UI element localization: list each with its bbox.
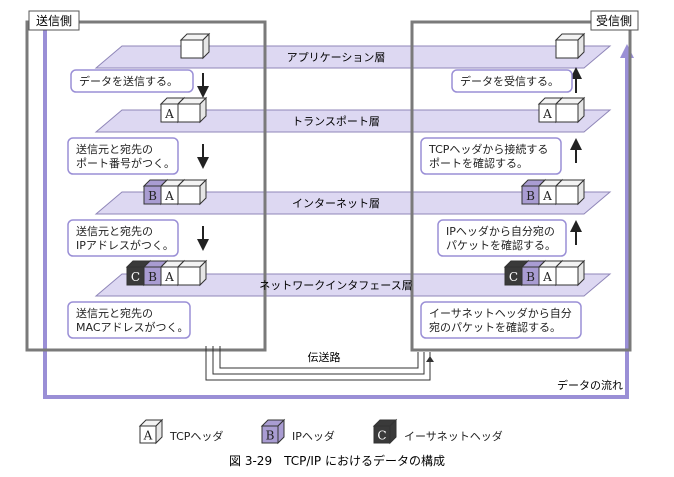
note-box bbox=[420, 301, 582, 339]
header-letter: A bbox=[143, 429, 153, 443]
sender-frame bbox=[25, 20, 267, 352]
sender-label: 送信側 bbox=[36, 13, 72, 28]
note-line: ポートを確認する。 bbox=[429, 156, 528, 170]
note-line: IPヘッダから自分宛の bbox=[446, 224, 555, 238]
step-arrows bbox=[197, 67, 582, 251]
header-letter: B bbox=[148, 270, 157, 284]
header-letter: A bbox=[542, 270, 552, 284]
receiver-note-1: データを受信する。 bbox=[451, 69, 573, 93]
legend-swatch: B bbox=[260, 418, 286, 445]
receiver-packet-2: A bbox=[537, 96, 586, 124]
note-line: データを送信する。 bbox=[79, 74, 178, 88]
flow-line bbox=[43, 28, 629, 399]
layer-label-application: アプリケーション層 bbox=[287, 51, 386, 64]
header-letter: B bbox=[526, 189, 535, 203]
data-block bbox=[554, 178, 586, 206]
note-box bbox=[67, 219, 179, 257]
note-line: 宛のパケットを確認する。 bbox=[429, 320, 561, 334]
header-letter: B bbox=[526, 270, 535, 284]
receiver-packet-1 bbox=[554, 32, 586, 60]
figure-caption: 図 3-29 TCP/IP におけるデータの構成 bbox=[229, 453, 445, 468]
legend: A TCPヘッダ B IPヘッダ C イーサネットヘッダ bbox=[138, 418, 503, 445]
receiver-label: 受信側 bbox=[596, 14, 632, 28]
step-notes: データを送信する。送信元と宛先のポート番号がつく。送信元と宛先のIPアドレスがつ… bbox=[67, 69, 582, 339]
note-line: IPアドレスがつく。 bbox=[76, 238, 174, 252]
legend-swatch: C bbox=[372, 418, 398, 445]
legend-item-1: A TCPヘッダ bbox=[138, 418, 223, 445]
flow-label: データの流れ bbox=[557, 378, 623, 392]
sender-packet-1 bbox=[179, 32, 211, 60]
sender-note-1: データを送信する。 bbox=[70, 69, 194, 93]
header-letter: C bbox=[131, 270, 140, 284]
layer-band-3 bbox=[94, 191, 612, 215]
note-line: パケットを確認する。 bbox=[446, 238, 556, 252]
header-letter: A bbox=[164, 270, 174, 284]
legend-item-2: B IPヘッダ bbox=[260, 418, 335, 445]
header-letter: A bbox=[164, 107, 174, 121]
data-block bbox=[176, 96, 208, 124]
note-line: MACアドレスがつく。 bbox=[76, 320, 189, 334]
note-box bbox=[420, 137, 562, 175]
layer-band-1 bbox=[94, 45, 612, 69]
note-box bbox=[67, 301, 191, 339]
note-line: データを受信する。 bbox=[460, 74, 559, 88]
note-box bbox=[70, 69, 194, 93]
header-letter: C bbox=[377, 429, 386, 443]
header-letter: B bbox=[266, 429, 275, 443]
layer-label-transport: トランスポート層 bbox=[292, 115, 380, 128]
legend-item-3: C イーサネットヘッダ bbox=[372, 418, 503, 445]
note-line: ポート番号がつく。 bbox=[76, 156, 175, 170]
data-block bbox=[554, 259, 586, 287]
sender-packet-2: A bbox=[159, 96, 208, 124]
layer-band-2 bbox=[94, 109, 612, 133]
legend-label: IPヘッダ bbox=[292, 429, 335, 443]
data-block bbox=[176, 259, 208, 287]
note-box bbox=[451, 69, 573, 93]
note-line: 送信元と宛先の bbox=[76, 306, 153, 320]
header-letter: B bbox=[148, 189, 157, 203]
header-letter: C bbox=[509, 270, 518, 284]
header-letter: A bbox=[164, 189, 174, 203]
note-box bbox=[67, 137, 179, 175]
note-line: TCPヘッダから接続する bbox=[428, 142, 548, 156]
data-block bbox=[176, 178, 208, 206]
layer-label-internet: インターネット層 bbox=[292, 197, 380, 210]
data-block bbox=[554, 96, 586, 124]
receiver-frame bbox=[410, 20, 632, 352]
data-block bbox=[554, 32, 586, 60]
legend-label: イーサネットヘッダ bbox=[404, 429, 503, 443]
transmission-label: 伝送路 bbox=[308, 350, 341, 364]
note-box bbox=[437, 219, 567, 257]
legend-swatch: A bbox=[138, 418, 164, 445]
header-letter: A bbox=[542, 107, 552, 121]
note-line: イーサネットヘッダから自分 bbox=[429, 306, 572, 320]
legend-label: TCPヘッダ bbox=[169, 429, 223, 443]
layer-band-4 bbox=[94, 273, 612, 297]
header-letter: A bbox=[542, 189, 552, 203]
transmission-path bbox=[205, 346, 434, 381]
layer-label-network-interface: ネットワークインタフェース層 bbox=[259, 279, 412, 292]
data-block bbox=[179, 32, 211, 60]
layer-bands bbox=[94, 45, 612, 297]
flow-arrowhead bbox=[620, 44, 634, 58]
note-line: 送信元と宛先の bbox=[76, 142, 153, 156]
note-line: 送信元と宛先の bbox=[76, 224, 153, 238]
